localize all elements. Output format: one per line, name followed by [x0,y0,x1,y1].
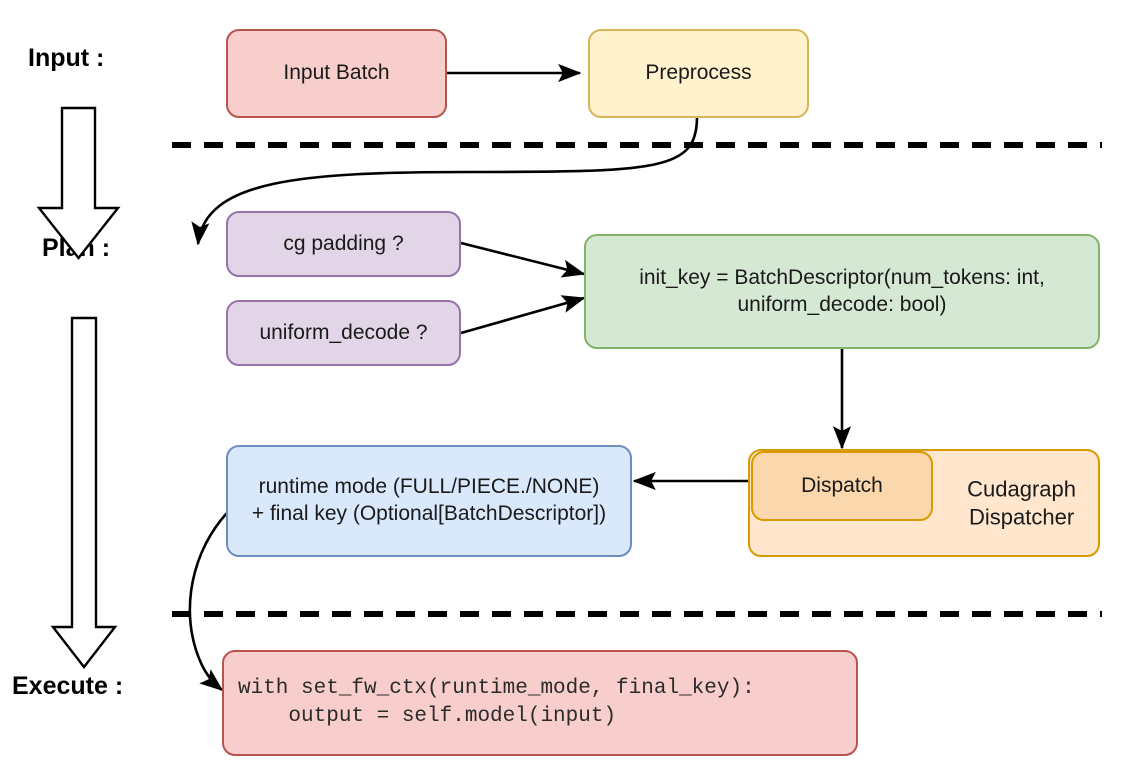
node-cg-padding[interactable]: cg padding ? [226,211,461,277]
node-preprocess[interactable]: Preprocess [588,29,809,118]
block-arrow-plan-to-execute [50,316,118,669]
node-cudagraph-dispatcher-line2: Dispatcher [968,504,1075,529]
node-execute-code-line1: with set_fw_ctx(runtime_mode, final_key)… [238,676,755,700]
stage-label-execute: Execute : [12,672,124,700]
node-preprocess-label: Preprocess [645,61,752,85]
node-uniform-decode[interactable]: uniform_decode ? [226,300,461,366]
node-init-key-text: init_key = BatchDescriptor(num_tokens: i… [639,265,1045,319]
edge-cg-padding-to-init-key [460,241,586,278]
node-dispatch[interactable]: Dispatch [751,451,933,521]
node-execute-code[interactable]: with set_fw_ctx(runtime_mode, final_key)… [222,650,858,756]
node-runtime-mode-line1: runtime mode (FULL/PIECE./NONE) [258,475,600,499]
node-cg-padding-label: cg padding ? [283,231,404,255]
node-input-batch[interactable]: Input Batch [226,29,447,118]
node-init-key[interactable]: init_key = BatchDescriptor(num_tokens: i… [584,234,1100,349]
edge-uniform-decode-to-init-key [460,295,586,335]
node-uniform-decode-label: uniform_decode ? [259,320,428,344]
stage-label-input: Input : [28,44,105,72]
node-init-key-line2: uniform_decode: bool) [737,292,947,316]
stage-label-plan: Plan : [42,234,111,262]
node-runtime-mode[interactable]: runtime mode (FULL/PIECE./NONE) + final … [226,445,632,557]
node-dispatch-label: Dispatch [801,473,883,497]
node-cudagraph-dispatcher-line1: Cudagraph [967,476,1076,502]
node-runtime-mode-line2: + final key (Optional[BatchDescriptor]) [251,502,607,525]
node-cudagraph-dispatcher-label: Cudagraph Dispatcher [967,476,1076,531]
node-execute-code-text: with set_fw_ctx(runtime_mode, final_key)… [238,675,755,732]
node-input-batch-label: Input Batch [283,61,390,85]
node-init-key-line1: init_key = BatchDescriptor(num_tokens: i… [639,265,1045,289]
node-execute-code-line2: output = self.model(input) [238,705,617,728]
node-runtime-mode-text: runtime mode (FULL/PIECE./NONE) + final … [252,474,606,528]
